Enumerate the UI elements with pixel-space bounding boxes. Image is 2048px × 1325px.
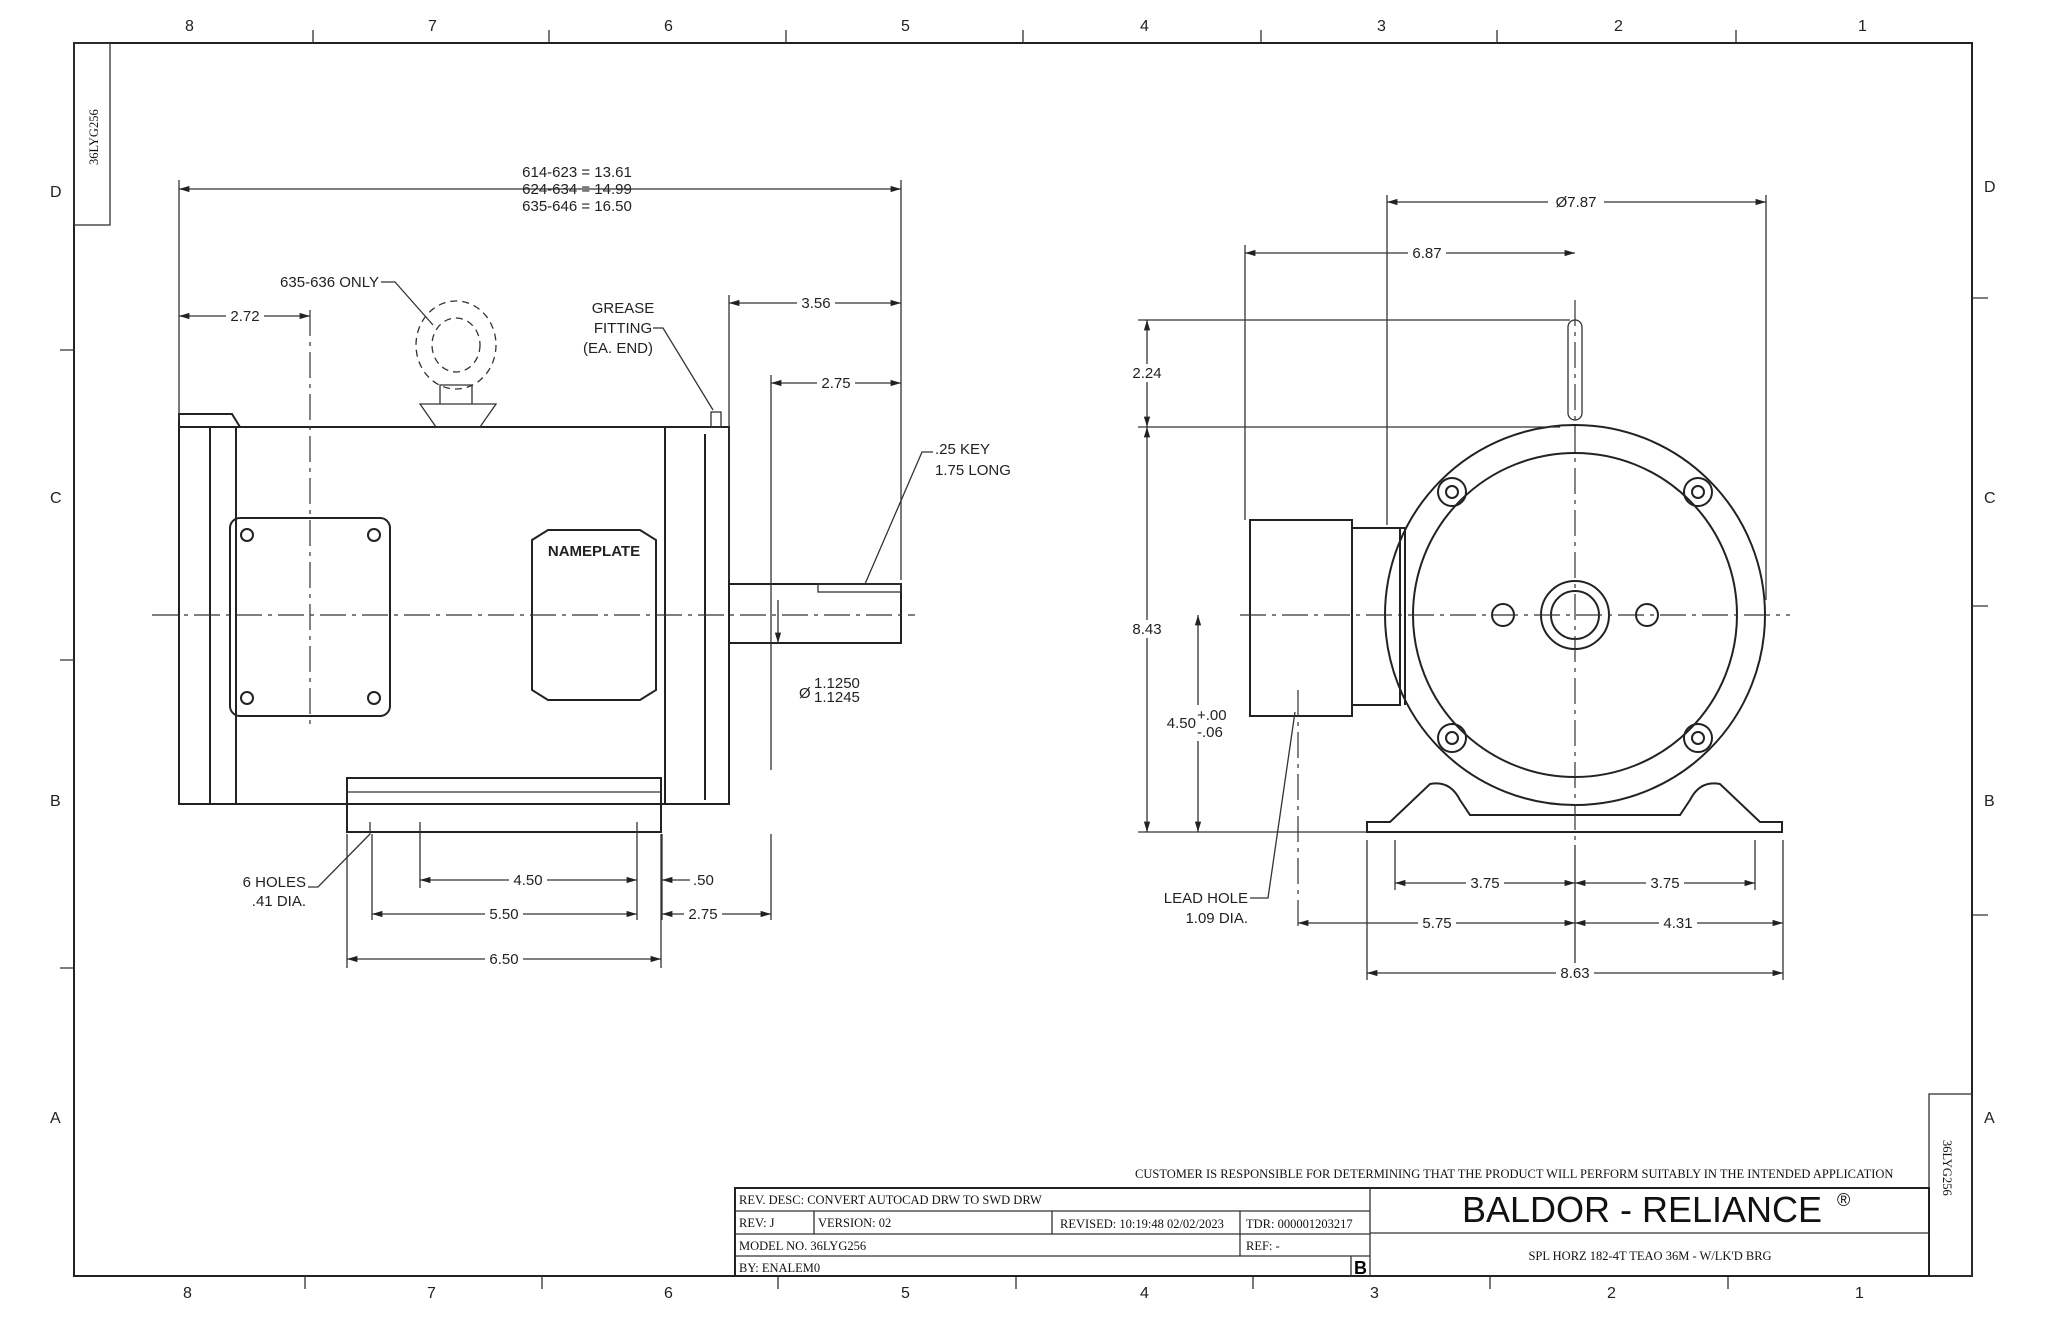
dim-2-75-top: 2.75: [821, 375, 850, 392]
dim-overall-614: 614-623 = 13.61: [522, 164, 632, 181]
drawing-id-top: 36LYG256: [87, 109, 101, 165]
shaft: [728, 583, 902, 644]
key: [817, 583, 902, 593]
ref: REF: -: [1246, 1239, 1280, 1253]
zone-col: 5: [901, 1285, 910, 1302]
zone-labels: 8 7 6 5 4 3 2 1 8 7 6 5 4 3 2 1 D C B A …: [50, 18, 1996, 1302]
dim-2-24: 2.24: [1132, 365, 1161, 382]
zone-col: 3: [1370, 1285, 1379, 1302]
eyebolt: [415, 300, 497, 390]
dim-overall-624: 624-634 = 14.99: [522, 181, 632, 198]
title-block: CUSTOMER IS RESPONSIBLE FOR DETERMINING …: [734, 1167, 1930, 1278]
sheet-border: [73, 42, 1973, 1277]
zone-row: D: [50, 184, 62, 201]
dim-6-50: 6.50: [489, 951, 518, 968]
nameplate: [531, 529, 657, 701]
zone-row: C: [1984, 490, 1996, 507]
product-description: SPL HORZ 182-4T TEAO 36M - W/LK'D BRG: [1528, 1249, 1771, 1263]
zone-row: D: [1984, 179, 1996, 196]
id-box-top: [73, 42, 111, 226]
zone-col: 4: [1140, 1285, 1149, 1302]
zone-row: A: [1984, 1110, 1995, 1127]
dim-3-75-right: 3.75: [1650, 875, 1679, 892]
zone-col: 5: [901, 18, 910, 35]
shaft-dia-min: 1.1245: [814, 689, 860, 706]
zone-col: 7: [428, 18, 437, 35]
grease-fitting: [710, 411, 722, 428]
sheet-size: B: [1354, 1258, 1367, 1278]
rev: REV: J: [739, 1216, 775, 1230]
lead-hole-note-2: 1.09 DIA.: [1185, 910, 1248, 927]
dim-2-72: 2.72: [230, 308, 259, 325]
lead-hole-note-1: LEAD HOLE: [1164, 890, 1248, 907]
dim-4-50-end: 4.50: [1167, 715, 1196, 732]
tolerance-minus: -.06: [1197, 724, 1223, 741]
holes-note-1: 6 HOLES: [243, 874, 306, 891]
nameplate-label: NAMEPLATE: [548, 543, 640, 560]
model-number: MODEL NO. 36LYG256: [739, 1239, 866, 1253]
holes-note-2: .41 DIA.: [252, 893, 306, 910]
shaft-dia-max: 1.1250: [814, 675, 860, 692]
zone-col: 8: [185, 18, 194, 35]
dim-5-50: 5.50: [489, 906, 518, 923]
conduit-box: [229, 517, 391, 717]
grease-note-3: (EA. END): [583, 340, 653, 357]
zone-row: B: [1984, 793, 1995, 810]
rev-desc: REV. DESC: CONVERT AUTOCAD DRW TO SWD DR…: [739, 1193, 1042, 1207]
id-box-bottom: [1928, 1093, 1973, 1277]
key-note-1: .25 KEY: [935, 441, 990, 458]
drawn-by: BY: ENALEM0: [739, 1261, 820, 1275]
dim-3-56: 3.56: [801, 295, 830, 312]
shaft-dia-symbol: Ø: [799, 685, 811, 702]
zone-col: 7: [427, 1285, 436, 1302]
dim-2-75-bottom: 2.75: [688, 906, 717, 923]
disclaimer: CUSTOMER IS RESPONSIBLE FOR DETERMINING …: [1135, 1167, 1893, 1181]
dim-4-31: 4.31: [1663, 915, 1692, 932]
version: VERSION: 02: [818, 1216, 891, 1230]
dim-dia-7-87: Ø7.87: [1556, 194, 1597, 211]
eyebolt-note: 635-636 ONLY: [280, 274, 379, 291]
zone-col: 6: [664, 1285, 673, 1302]
end-view: [1240, 300, 1790, 930]
zone-row: B: [50, 793, 61, 810]
dim-0-50: .50: [693, 872, 714, 889]
dim-8-43: 8.43: [1132, 621, 1161, 638]
grease-note-1: GREASE: [592, 300, 655, 317]
side-view-dimensions: 614-623 = 13.61 624-634 = 14.99 635-646 …: [178, 164, 1011, 968]
foot: [346, 777, 662, 833]
zone-col: 1: [1858, 18, 1867, 35]
revised-date: REVISED: 10:19:48 02/02/2023: [1060, 1217, 1224, 1231]
zone-row: A: [50, 1110, 61, 1127]
drawing-id-bottom: 36LYG256: [1940, 1140, 1954, 1196]
key-note-2: 1.75 LONG: [935, 462, 1011, 479]
conduit-box-end: [1249, 519, 1353, 717]
zone-col: 1: [1855, 1285, 1864, 1302]
zone-row: C: [50, 490, 62, 507]
side-view: NAMEPLATE: [152, 300, 915, 834]
tdr-number: TDR: 000001203217: [1246, 1217, 1353, 1231]
dim-3-75-left: 3.75: [1470, 875, 1499, 892]
zone-col: 2: [1607, 1285, 1616, 1302]
zone-col: 6: [664, 18, 673, 35]
zone-col: 3: [1377, 18, 1386, 35]
dim-overall-635: 635-646 = 16.50: [522, 198, 632, 215]
zone-col: 4: [1140, 18, 1149, 35]
grease-note-2: FITTING: [594, 320, 652, 337]
brand-logo: BALDOR - RELIANCE: [1462, 1189, 1822, 1230]
mounting-feet: [1366, 782, 1783, 833]
zone-col: 8: [183, 1285, 192, 1302]
tolerance-plus: +.00: [1197, 707, 1227, 724]
zone-col: 2: [1614, 18, 1623, 35]
end-view-dimensions: Ø7.87 6.87 2.24 8.43 4.50 +.00 -.06 LEAD…: [1128, 192, 1784, 982]
dim-5-75: 5.75: [1422, 915, 1451, 932]
dim-4-50: 4.50: [513, 872, 542, 889]
dim-6-87: 6.87: [1412, 245, 1441, 262]
registered-mark: ®: [1837, 1190, 1850, 1210]
dim-8-63: 8.63: [1560, 965, 1589, 982]
